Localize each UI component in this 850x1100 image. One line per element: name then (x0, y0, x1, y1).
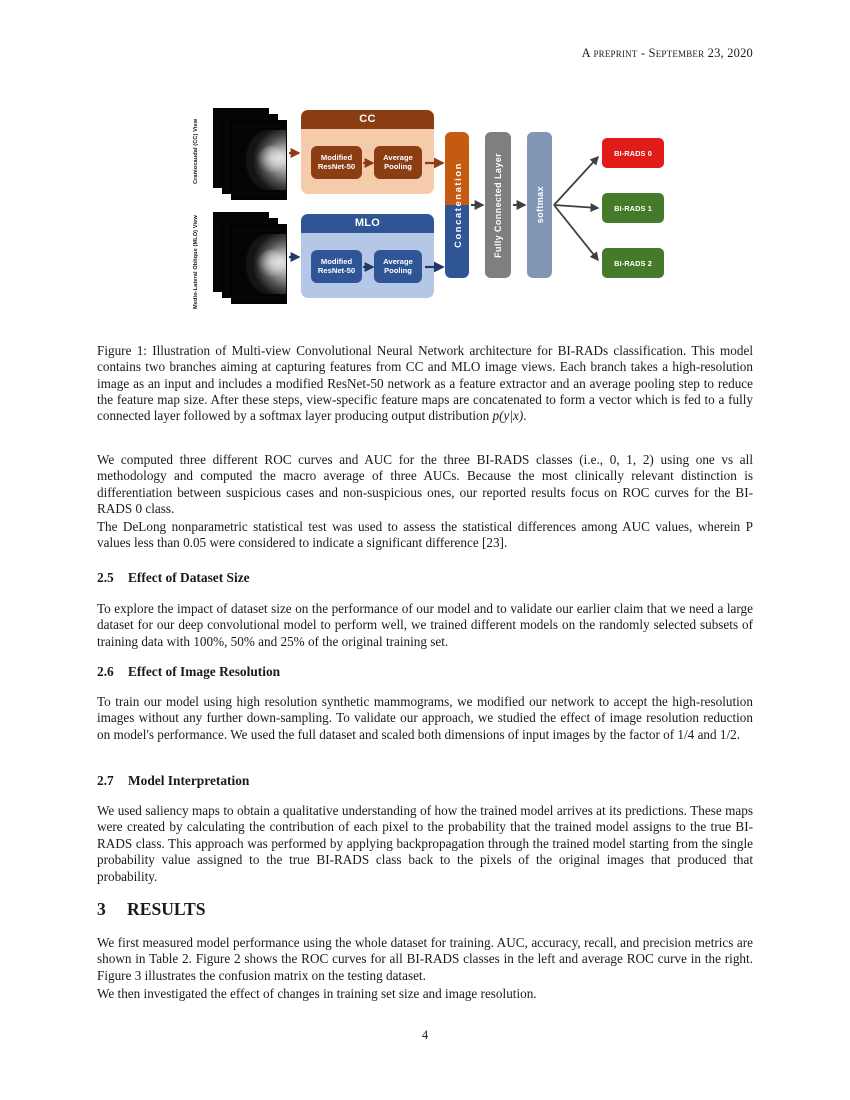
stage-concatenation: Concatenation (445, 132, 469, 278)
figure-caption-math: p(y|x) (492, 408, 524, 424)
paragraph-results-2: We then investigated the effect of chang… (97, 986, 537, 1001)
output-birads-0: BI-RADS 0 (602, 138, 664, 168)
heading-2-7: 2.7 Model Interpretation (97, 773, 753, 789)
heading-2-5-title: Effect of Dataset Size (128, 570, 250, 585)
heading-2-7-number: 2.7 (97, 773, 114, 788)
branch-mlo-block-pooling: Average Pooling (374, 250, 422, 283)
branch-mlo: MLO Modified ResNet-50 Average Pooling (301, 214, 434, 298)
paragraph-2-7: We used saliency maps to obtain a qualit… (97, 803, 753, 884)
heading-2-6: 2.6 Effect of Image Resolution (97, 664, 753, 680)
figure-1: Craniocaudal (CC) View Medio-Lateral Obl… (97, 100, 753, 322)
branch-cc: CC Modified ResNet-50 Average Pooling (301, 110, 434, 194)
figure-caption: Figure 1: Illustration of Multi-view Con… (97, 343, 753, 425)
paragraph-2-6: To train our model using high resolution… (97, 694, 753, 742)
mammogram-stack-mlo (213, 212, 287, 306)
branch-cc-block-resnet: Modified ResNet-50 (311, 146, 362, 179)
stage-softmax: softmax (527, 132, 552, 278)
diagram-arrows (289, 148, 600, 273)
branch-mlo-title: MLO (301, 214, 434, 233)
paragraph-delong: The DeLong nonparametric statistical tes… (97, 519, 753, 551)
architecture-diagram: Craniocaudal (CC) View Medio-Lateral Obl… (193, 100, 693, 316)
heading-3-title: RESULTS (127, 899, 206, 919)
mammogram-stack-cc (213, 108, 287, 202)
heading-3-results: 3 RESULTS (97, 899, 753, 919)
stage-fully-connected: Fully Connected Layer (485, 132, 511, 278)
branch-cc-title: CC (301, 110, 434, 129)
branch-mlo-block-resnet: Modified ResNet-50 (311, 250, 362, 283)
output-birads-1: BI-RADS 1 (602, 193, 664, 223)
paragraph-roc: We computed three different ROC curves a… (97, 452, 753, 517)
running-header: A preprint - September 23, 2020 (581, 46, 753, 60)
heading-2-7-title: Model Interpretation (128, 773, 250, 788)
heading-2-6-number: 2.6 (97, 664, 114, 679)
figure-caption-text: Figure 1: Illustration of Multi-view Con… (97, 343, 753, 424)
heading-2-5: 2.5 Effect of Dataset Size (97, 570, 753, 586)
mammogram-image (231, 120, 287, 200)
mammogram-image (231, 224, 287, 304)
branch-cc-block-pooling: Average Pooling (374, 146, 422, 179)
heading-3-number: 3 (97, 899, 106, 919)
paragraph-results-1: We first measured model performance usin… (97, 935, 753, 983)
page-number: 4 (421, 1028, 429, 1042)
figure-caption-end: . (523, 408, 527, 424)
output-birads-2: BI-RADS 2 (602, 248, 664, 278)
heading-2-6-title: Effect of Image Resolution (128, 664, 281, 679)
paragraph-2-5: To explore the impact of dataset size on… (97, 601, 753, 649)
heading-2-5-number: 2.5 (97, 570, 114, 585)
